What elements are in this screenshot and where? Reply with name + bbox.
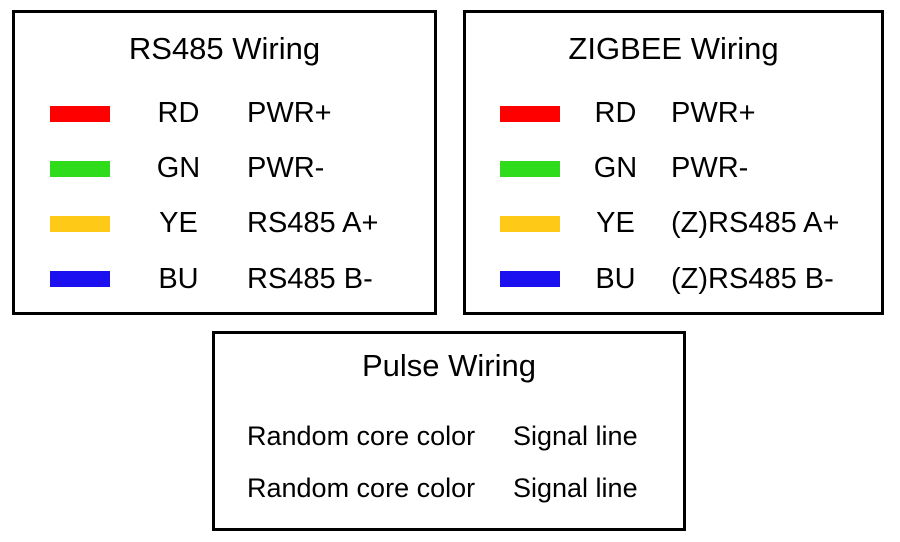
- wire-abbr: RD: [594, 97, 637, 130]
- wire-signal: RS485 A+: [247, 207, 379, 240]
- pulse-wiring-rows: Random core color Signal line Random cor…: [215, 410, 683, 514]
- pulse-row: Random core color Signal line: [215, 410, 683, 462]
- pulse-wiring-title: Pulse Wiring: [362, 348, 536, 383]
- zigbee-wiring-title: ZIGBEE Wiring: [568, 31, 779, 66]
- wire-abbr: GN: [593, 152, 638, 185]
- wire-row-ye: YE RS485 A+: [15, 196, 434, 251]
- rs485-wiring-rows: RD PWR+ GN PWR- YE RS485 A+ BU RS485 B-: [15, 86, 434, 307]
- wire-signal: PWR-: [247, 152, 325, 185]
- wire-signal: PWR-: [671, 152, 749, 185]
- pulse-signal-label: Signal line: [513, 472, 638, 503]
- wire-color-swatch-red: [50, 105, 110, 122]
- wire-color-swatch-green: [50, 160, 110, 177]
- wire-row-rd: RD PWR+: [15, 86, 434, 141]
- wire-abbr: YE: [159, 207, 198, 240]
- wire-color-swatch-green: [500, 160, 560, 177]
- wire-color-swatch-yellow: [500, 215, 560, 232]
- wire-row-ye: YE (Z)RS485 A+: [466, 196, 881, 251]
- wire-row-rd: RD PWR+: [466, 86, 881, 141]
- wire-color-swatch-red: [500, 105, 560, 122]
- wire-color-swatch-blue: [50, 271, 110, 288]
- wire-abbr: YE: [596, 207, 635, 240]
- wire-row-gn: GN PWR-: [466, 141, 881, 196]
- wire-row-bu: BU (Z)RS485 B-: [466, 252, 881, 307]
- wire-abbr: BU: [595, 262, 636, 295]
- rs485-wiring-box: RS485 Wiring RD PWR+ GN PWR- YE RS485 A+…: [12, 10, 437, 315]
- pulse-signal-label: Signal line: [513, 420, 638, 451]
- wire-abbr: BU: [158, 262, 199, 295]
- pulse-core-label: Random core color: [247, 420, 476, 451]
- wire-signal: (Z)RS485 A+: [671, 207, 840, 240]
- wire-color-swatch-yellow: [50, 215, 110, 232]
- pulse-row: Random core color Signal line: [215, 462, 683, 514]
- wire-signal: PWR+: [247, 97, 332, 130]
- wire-row-gn: GN PWR-: [15, 141, 434, 196]
- wire-row-bu: BU RS485 B-: [15, 252, 434, 307]
- zigbee-wiring-rows: RD PWR+ GN PWR- YE (Z)RS485 A+ BU (Z)RS4…: [466, 86, 881, 307]
- pulse-core-label: Random core color: [247, 472, 476, 503]
- wire-signal: (Z)RS485 B-: [671, 262, 834, 295]
- wire-abbr: RD: [157, 97, 200, 130]
- wire-abbr: GN: [156, 152, 201, 185]
- pulse-wiring-box: Pulse Wiring Random core color Signal li…: [212, 331, 686, 531]
- wire-signal: PWR+: [671, 97, 756, 130]
- zigbee-wiring-box: ZIGBEE Wiring RD PWR+ GN PWR- YE (Z)RS48…: [463, 10, 884, 315]
- wire-color-swatch-blue: [500, 271, 560, 288]
- rs485-wiring-title: RS485 Wiring: [128, 31, 321, 66]
- wire-signal: RS485 B-: [247, 262, 373, 295]
